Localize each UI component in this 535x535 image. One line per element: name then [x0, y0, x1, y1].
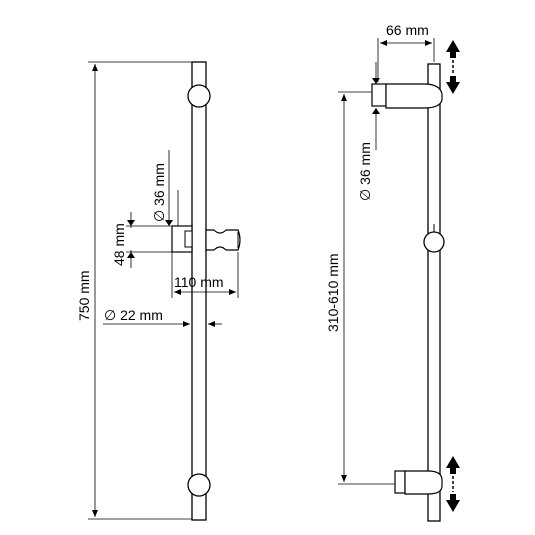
- adjust-range-dimension: 310-610 mm: [325, 91, 395, 485]
- holder-depth-label: 110 mm: [174, 274, 224, 290]
- left-view: 750 mm 48 mm ∅ 36 mm 110 mm: [76, 61, 241, 521]
- bracket-offset-dimension: 66 mm: [377, 22, 435, 82]
- right-middle-knob: [423, 231, 445, 253]
- adjust-range-label: 310-610 mm: [325, 253, 341, 332]
- left-rod: [191, 61, 207, 521]
- left-bottom-knob: [187, 473, 211, 497]
- holder-diameter-left-label: ∅ 36 mm: [151, 163, 167, 222]
- double-arrow-vertical-icon: [446, 456, 460, 512]
- total-length-label: 750 mm: [76, 270, 92, 321]
- holder-diameter-right-dimension: ∅ 36 mm: [357, 62, 380, 201]
- holder-height-label: 48 mm: [111, 223, 127, 266]
- bracket-offset-label: 66 mm: [386, 22, 429, 38]
- right-top-bracket: [371, 83, 443, 109]
- holder-height-dimension: 48 mm: [111, 212, 172, 268]
- double-arrow-vertical-icon: [446, 40, 460, 94]
- holder-diameter-left-dimension: ∅ 36 mm: [151, 150, 179, 226]
- rod-diameter-label: ∅ 22 mm: [104, 307, 163, 323]
- total-length-dimension: 750 mm: [76, 61, 192, 520]
- holder-diameter-right-label: ∅ 36 mm: [357, 142, 373, 201]
- right-rod: [427, 63, 441, 522]
- right-view: 66 mm ∅ 36 mm 310-610 mm: [325, 22, 460, 522]
- holder-depth-dimension: 110 mm: [171, 252, 239, 298]
- rod-diameter-dimension: ∅ 22 mm: [103, 307, 222, 327]
- left-top-knob: [187, 84, 211, 108]
- right-bottom-bracket: [394, 470, 443, 495]
- left-shower-holder: [171, 225, 241, 253]
